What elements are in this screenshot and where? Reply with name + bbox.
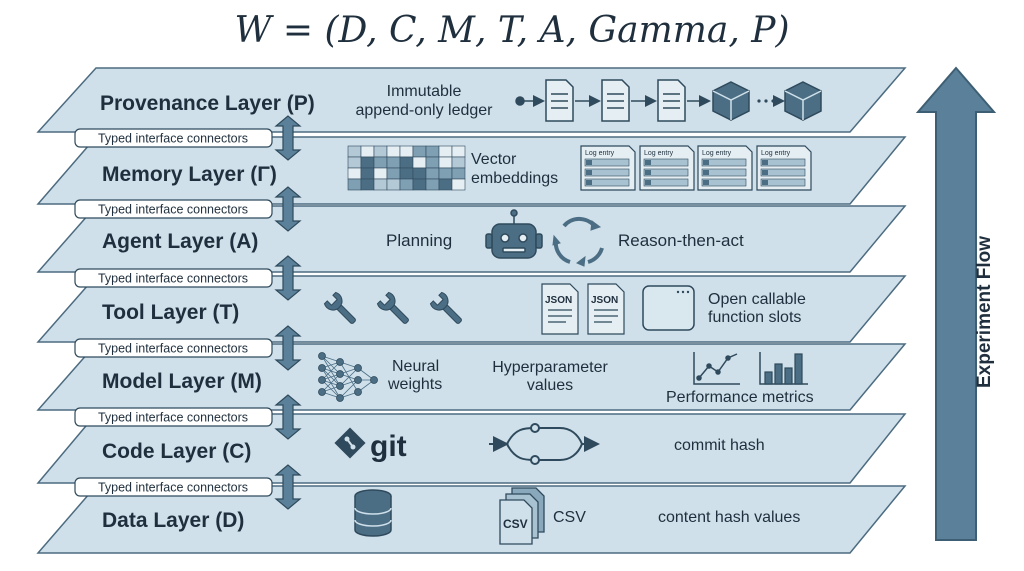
branch-merge-icon <box>489 423 600 465</box>
memory-layer: Memory Layer (Γ) Vector embeddings Log e… <box>36 136 907 205</box>
data-layer: Data Layer (D) CSV CSV content hash valu… <box>36 485 907 554</box>
vector-grid-icon <box>347 145 466 191</box>
log-entry-label: Log entry <box>761 150 791 157</box>
layer-name: Memory Layer (Γ) <box>102 163 277 186</box>
commit-hash-text: commit hash <box>674 437 765 454</box>
performance-metrics-text: Performance metrics <box>666 389 814 406</box>
function-slot-window-icon <box>642 285 695 331</box>
experiment-flow-arrow <box>915 66 997 541</box>
neural-network-icon <box>318 352 378 402</box>
layer-name: Provenance Layer (P) <box>100 92 315 115</box>
hyperparameter-text-line1: Hyperparameter <box>492 359 608 376</box>
layer-name: Code Layer (C) <box>102 440 251 463</box>
csv-icon-label: CSV <box>503 517 528 531</box>
block-cube-icon <box>784 81 822 121</box>
database-icon <box>354 489 392 537</box>
bar-chart-icon <box>759 352 808 385</box>
connector-arrow-icon <box>274 186 302 232</box>
layer-name: Data Layer (D) <box>102 509 244 532</box>
neural-text-line1: Neural <box>392 358 439 375</box>
connector-label: Typed interface connectors <box>98 342 248 356</box>
robot-icon <box>485 209 543 259</box>
log-entry-label: Log entry <box>585 150 615 157</box>
connector-arrow-icon <box>274 255 302 301</box>
ledger-text-line2: append-only ledger <box>356 102 494 119</box>
connector-label: Typed interface connectors <box>98 272 248 286</box>
connector-arrow-icon <box>274 464 302 510</box>
log-entry-label: Log entry <box>702 150 732 157</box>
json-file-icon <box>541 283 579 335</box>
interface-connector: Typed interface connectors <box>74 394 302 440</box>
log-entry-card-icon: Log entry <box>580 145 636 191</box>
interface-connector: Typed interface connectors <box>74 255 302 301</box>
git-logo-icon <box>334 427 366 459</box>
model-layer: Model Layer (M) Neural weights Hyperpara… <box>36 343 907 411</box>
log-entry-card-icon: Log entry <box>697 145 753 191</box>
ledger-chain-icon <box>515 79 711 122</box>
line-chart-icon <box>693 352 740 385</box>
provenance-layer: Provenance Layer (P) Immutable append-on… <box>36 67 907 133</box>
json-label: JSON <box>545 295 572 306</box>
content-hash-text: content hash values <box>658 509 800 526</box>
log-entry-card-icon: Log entry <box>756 145 812 191</box>
layer-name: Agent Layer (A) <box>102 230 258 253</box>
connector-arrow-icon <box>274 115 302 161</box>
code-layer: Code Layer (C) git commit hash <box>36 413 907 484</box>
wrench-icon <box>429 291 462 324</box>
formula-title: W = (D, C, M, T, A, Gamma, P) <box>234 10 790 51</box>
interface-connector: Typed interface connectors <box>74 186 302 232</box>
git-logo-text: git <box>370 430 407 463</box>
connector-label: Typed interface connectors <box>98 203 248 217</box>
block-cube-icon <box>712 81 750 121</box>
neural-text-line2: weights <box>387 376 442 393</box>
interface-connector: Typed interface connectors <box>74 464 302 510</box>
wrench-icon <box>376 291 409 324</box>
wrench-icon <box>323 291 356 324</box>
open-callable-text-line2: function slots <box>708 309 801 326</box>
planning-text: Planning <box>386 231 452 250</box>
log-entry-card-icon: Log entry <box>639 145 695 191</box>
connector-arrow-icon <box>274 325 302 371</box>
reason-then-act-text: Reason-then-act <box>618 231 744 250</box>
ledger-text-line1: Immutable <box>387 83 462 100</box>
json-label: JSON <box>591 295 618 306</box>
vector-text-line2: embeddings <box>471 170 558 187</box>
connector-label: Typed interface connectors <box>98 481 248 495</box>
tool-layer: Tool Layer (T) JSON JSON Open <box>36 275 907 343</box>
connector-label: Typed interface connectors <box>98 411 248 425</box>
log-entry-label: Log entry <box>644 150 674 157</box>
cycle-arrows-icon <box>552 216 604 267</box>
hyperparameter-text-line2: values <box>527 377 573 394</box>
csv-files-icon <box>499 487 545 545</box>
layer-name: Model Layer (M) <box>102 370 262 393</box>
connector-arrow-icon <box>274 394 302 440</box>
layer-name: Tool Layer (T) <box>102 301 239 324</box>
connector-label: Typed interface connectors <box>98 132 248 146</box>
experiment-flow-label: Experiment Flow <box>974 236 995 388</box>
ellipsis-icon <box>757 95 785 107</box>
csv-text: CSV <box>553 509 586 526</box>
vector-text-line1: Vector <box>471 151 517 168</box>
agent-layer: Agent Layer (A) Planning Reason-then-act <box>36 205 907 273</box>
open-callable-text-line1: Open callable <box>708 291 806 308</box>
interface-connector: Typed interface connectors <box>74 325 302 371</box>
interface-connector: Typed interface connectors <box>74 115 302 161</box>
json-file-icon <box>587 283 625 335</box>
